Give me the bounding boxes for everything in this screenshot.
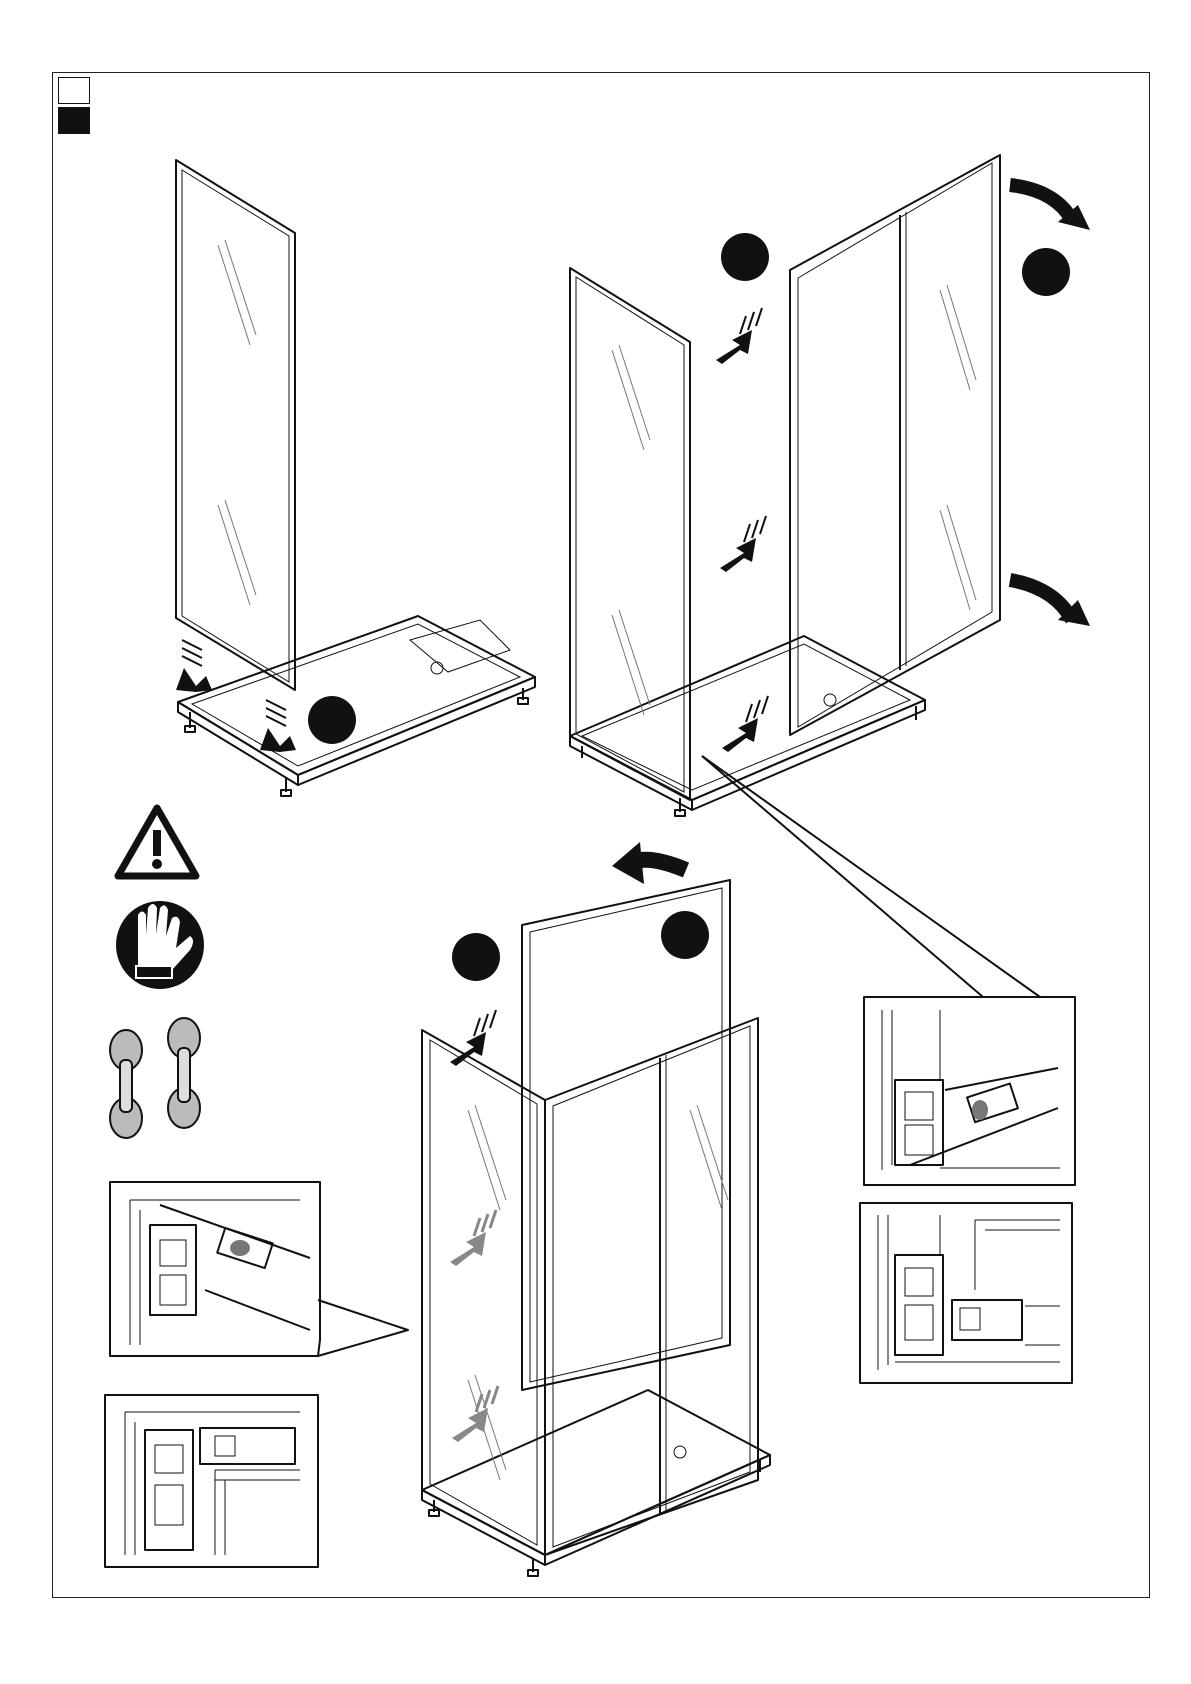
left-arrow-icon <box>450 1210 496 1266</box>
step-b-marker-2 <box>1022 248 1070 296</box>
down-arrow-icon <box>260 700 296 752</box>
profile-detail-4 <box>860 1203 1072 1383</box>
curved-arrow-icon <box>1010 580 1090 626</box>
step-a-marker <box>308 696 356 744</box>
down-arrow-icon <box>176 640 212 692</box>
left-arrow-icon <box>716 308 762 364</box>
profile-detail-2 <box>105 1395 318 1567</box>
left-arrow-icon <box>722 696 768 752</box>
side-glass-panel <box>422 1030 545 1555</box>
step-c-diagram <box>422 842 770 1576</box>
step-b-diagram <box>570 155 1090 997</box>
suction-handle-icon <box>110 1030 142 1138</box>
profile-detail-3 <box>864 997 1075 1185</box>
curved-arrow-icon <box>1010 185 1090 230</box>
step-c-marker-1 <box>452 933 500 981</box>
suction-handle-icon <box>168 1018 200 1128</box>
front-door-frame <box>790 155 1000 735</box>
left-arrow-icon <box>452 1386 498 1442</box>
profile-detail-1 <box>110 1182 408 1356</box>
side-glass-panel <box>570 268 690 800</box>
left-arrow-icon <box>450 1010 496 1066</box>
step-b-marker-1 <box>721 233 769 281</box>
warning-icon <box>118 808 196 876</box>
side-glass-panel <box>176 160 295 690</box>
step-a-diagram <box>176 160 535 796</box>
step-c-marker-2 <box>661 911 709 959</box>
gloves-icon <box>116 901 204 989</box>
left-arrow-icon <box>720 516 766 572</box>
curved-arrow-icon <box>612 842 686 884</box>
